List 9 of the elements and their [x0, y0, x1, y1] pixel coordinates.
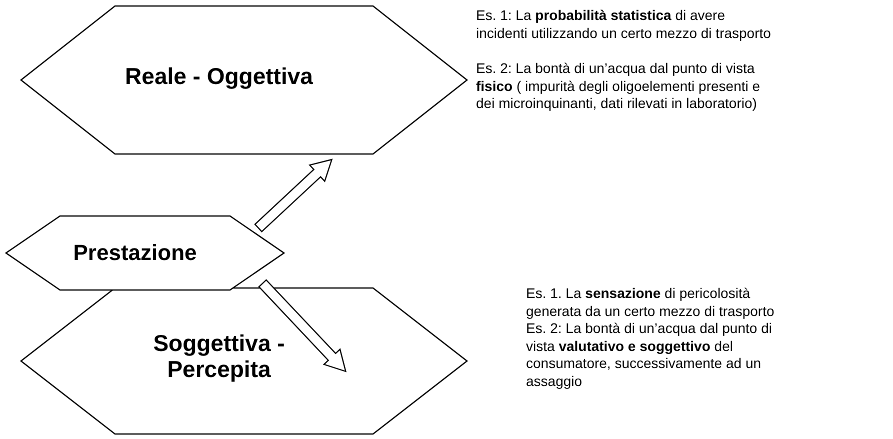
example-note: Es. 1. La sensazione di pericolosità generata da un certo mezzo di trasporto [526, 285, 776, 320]
hollow-arrow [258, 279, 347, 372]
example-note: Es. 2: La bontà di un’acqua dal punto di vista fisico ( impurità degli oligoelementi presenti e dei microinquinanti, dati rilevati in laboratorio) [476, 60, 762, 112]
example-note: Es. 1: La probabilità statistica di avere incidenti utilizzando un certo mezzo di trasporto [476, 7, 772, 42]
node-label: Prestazione [72, 240, 198, 266]
node-label: Soggettiva - Percepita [152, 330, 286, 382]
example-note: Es. 2: La bontà di un’acqua dal punto di vista valutativo e soggettivo del consumatore, successivamente ad un assaggio [526, 320, 773, 390]
node-label: Reale - Oggettiva [124, 62, 314, 90]
hollow-arrow [254, 158, 333, 232]
